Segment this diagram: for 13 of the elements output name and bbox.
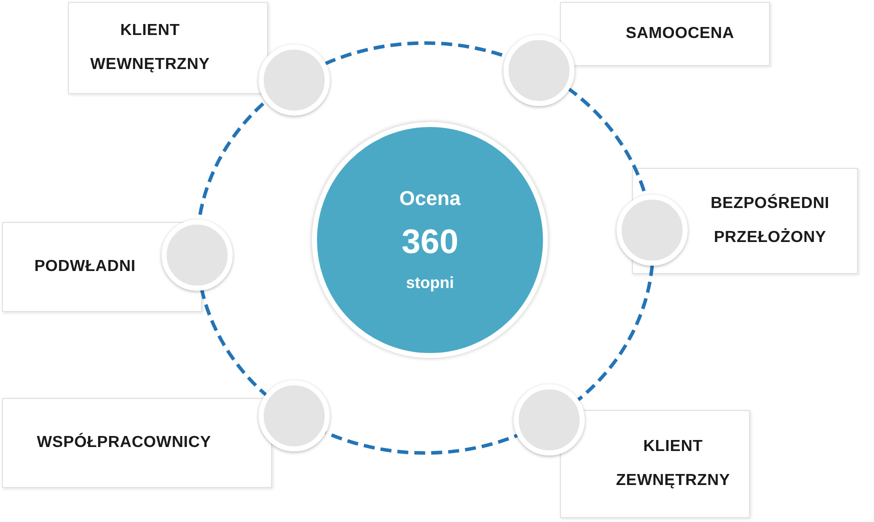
label-text: BEZPOŚREDNI PRZEŁOŻONY (710, 192, 830, 248)
label-card (560, 410, 750, 518)
label-text: KLIENT WEWNĘTRZNY (89, 21, 211, 75)
center-text: stopni (406, 274, 454, 292)
label-text: SAMOOCENA (626, 24, 734, 44)
center-text: Ocena (399, 188, 461, 210)
label-card (560, 2, 770, 66)
label-text: KLIENT ZEWNĘTRZNY (614, 437, 732, 491)
center-text: 360 (402, 224, 458, 261)
label-card (68, 2, 268, 94)
label-card (2, 398, 272, 488)
label-text: PODWŁADNI (34, 257, 136, 277)
label-text: WSPÓŁPRACOWNICY (36, 432, 212, 453)
